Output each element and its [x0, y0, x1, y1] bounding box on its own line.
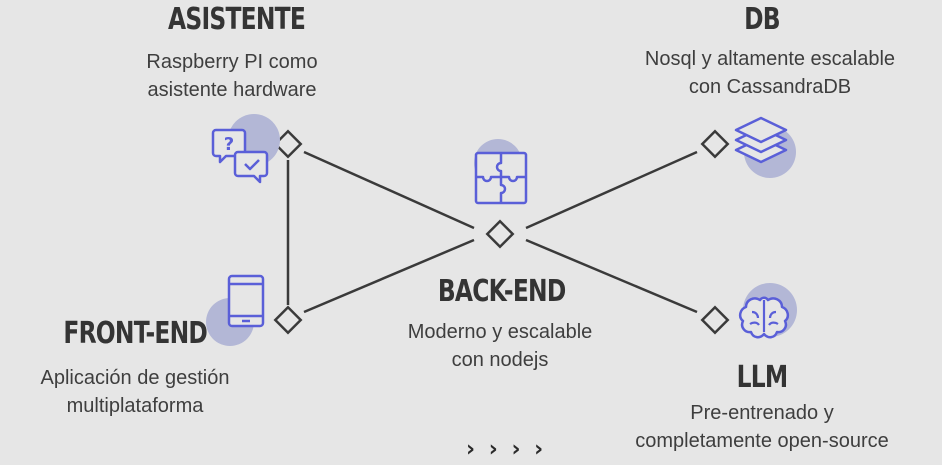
connector-backend-llm [525, 238, 698, 314]
layers-icon [734, 116, 796, 178]
node-frontend-title: FRONT-END [63, 316, 208, 351]
next-arrows-icon[interactable]: › › › › [466, 437, 547, 462]
puzzle-icon [474, 139, 528, 205]
svg-text:?: ? [224, 134, 234, 155]
node-frontend-diamond [273, 305, 303, 335]
brain-icon [738, 283, 797, 339]
node-asistente-desc-line1: Raspberry PI como [146, 51, 318, 73]
node-frontend-desc-line2: multiplataforma [66, 395, 204, 417]
connector-frontend-backend [303, 238, 475, 314]
node-frontend-desc-line1: Aplicación de gestión [40, 367, 230, 389]
node-db-desc-line1: Nosql y altamente escalable [644, 48, 896, 70]
node-asistente-desc-line2: asistente hardware [147, 79, 317, 101]
node-backend-desc-line2: con nodejs [451, 349, 549, 371]
node-db-diamond [700, 129, 730, 159]
connector-backend-db [525, 150, 698, 230]
node-llm-desc-line1: Pre-entrenado y [690, 402, 834, 424]
node-asistente-diamond [273, 129, 303, 159]
node-asistente-title: ASISTENTE [168, 2, 306, 37]
node-llm-diamond [700, 305, 730, 335]
tablet-icon [206, 274, 265, 346]
node-llm-title: LLM [736, 360, 789, 395]
connector-asistente-backend [303, 150, 475, 230]
node-llm-desc-line2: completamente open-source [635, 430, 889, 452]
chat-question-icon: ? [211, 114, 280, 184]
node-backend-desc-line1: Moderno y escalable [407, 321, 593, 343]
node-backend-diamond [485, 219, 515, 249]
node-db-title: DB [744, 2, 780, 37]
node-backend-title: BACK-END [437, 274, 566, 309]
node-db-desc-line2: con CassandraDB [688, 76, 852, 98]
